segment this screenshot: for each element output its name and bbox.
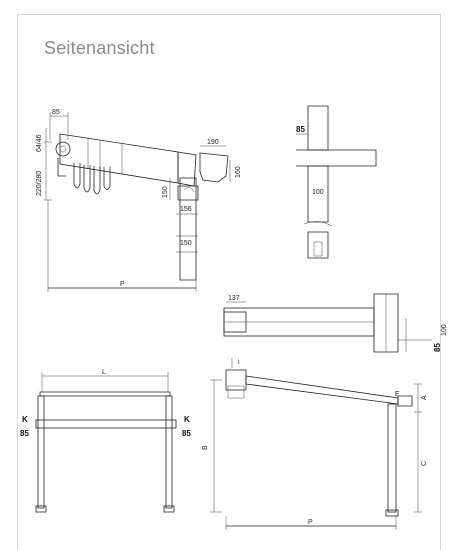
dim-side-156: 156 xyxy=(180,206,192,213)
dim-detail-85: 85 xyxy=(296,125,305,134)
dim-top-85: 85 xyxy=(433,343,442,352)
dim-elev-e: E xyxy=(395,391,400,398)
dim-side-190: 190 xyxy=(207,139,219,146)
dim-front-85-left: 85 xyxy=(20,429,29,438)
dim-elev-b: B xyxy=(202,445,209,450)
dim-top-137: 137 xyxy=(228,295,240,302)
dim-side-p: P xyxy=(120,281,125,288)
page-title: Seitenansicht xyxy=(44,38,155,58)
page-frame xyxy=(17,14,441,550)
front-view-group xyxy=(35,372,177,513)
dim-front-85-right: 85 xyxy=(182,429,191,438)
dim-elev-a: A xyxy=(421,395,428,400)
side-elevation-group xyxy=(210,358,422,530)
dim-front-l: L xyxy=(102,369,106,376)
detail-view-group xyxy=(296,105,377,259)
dim-top-100: 100 xyxy=(441,324,448,336)
dim-side-85: 85 xyxy=(52,109,60,116)
dim-elev-p: P xyxy=(308,519,313,526)
dim-side-220-280: 220/280 xyxy=(36,171,43,196)
dim-elev-c: C xyxy=(421,461,428,466)
dim-side-150-upper: 150 xyxy=(162,186,169,198)
top-view-group xyxy=(223,293,432,353)
dim-detail-100: 100 xyxy=(312,189,324,196)
label-front-k-right: K xyxy=(184,415,190,424)
label-front-k-left: K xyxy=(22,415,28,424)
dim-side-64-46: 64/46 xyxy=(36,134,43,152)
side-view-group xyxy=(44,112,231,292)
dim-elev-i: i xyxy=(238,359,240,366)
dim-side-150-lower: 150 xyxy=(180,240,192,247)
dim-side-160: 160 xyxy=(235,166,242,178)
